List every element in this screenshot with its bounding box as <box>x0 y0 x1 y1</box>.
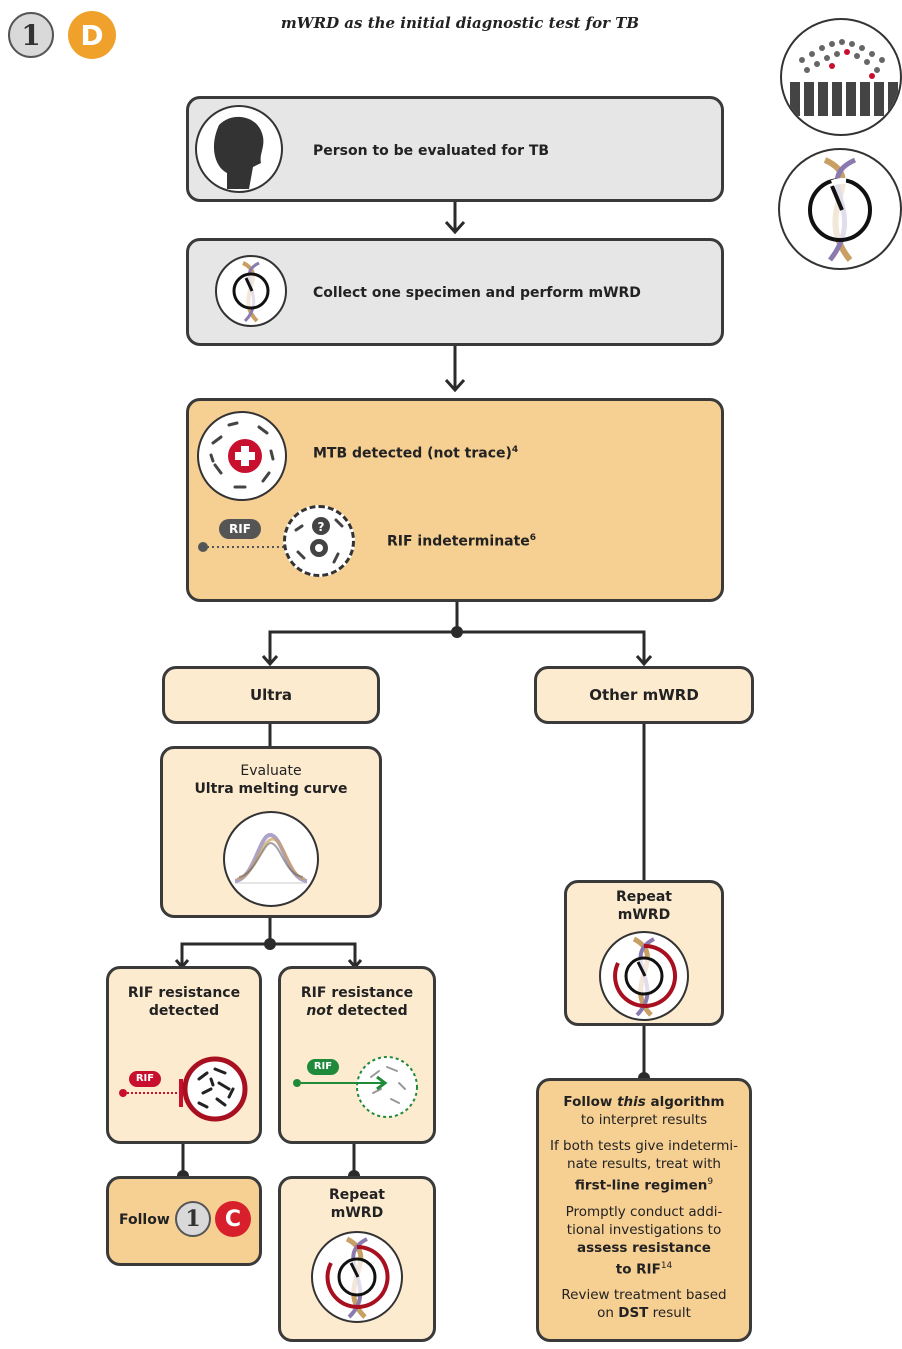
mwrd-dna-icon <box>778 148 902 270</box>
rif-susceptible-icon <box>293 1056 418 1118</box>
rif-res-not-label-1: RIF resistance <box>300 985 414 1001</box>
repeat-label-2: mWRD <box>330 1205 384 1221</box>
mtb-positive-icon <box>197 411 287 501</box>
repeat-mwrd-icon-right <box>599 931 689 1021</box>
repeat-label-1: Repeat <box>329 1187 385 1203</box>
melting-curve-icon <box>223 811 319 907</box>
page-title: mWRD as the initial diagnostic test for … <box>280 14 640 32</box>
collect-label: Collect one specimen and perform mWRD <box>313 285 641 301</box>
step-number-badge: 1 <box>8 12 54 58</box>
other-mwrd-box: Other mWRD <box>534 666 754 724</box>
rif-resistance-not-detected-box: RIF resistance not detected RIF <box>278 966 436 1144</box>
person-head-icon <box>195 105 283 193</box>
mwrd-test-icon <box>215 255 287 327</box>
rif-indeterminate-icon: ? <box>283 505 355 577</box>
instruction-investigate: Promptly conduct addi- tional investigat… <box>565 1203 723 1278</box>
rif-red-pill: RIF <box>129 1071 161 1087</box>
rif-res-detected-label-1: RIF resistance <box>127 985 241 1001</box>
person-box: Person to be evaluated for TB <box>186 96 724 202</box>
svg-text:?: ? <box>318 520 325 534</box>
rif-blocked-icon <box>119 1056 248 1122</box>
repeat2-label-1: Repeat <box>616 889 672 905</box>
rif-res-detected-label-2: detected <box>148 1003 220 1019</box>
follow-1c-box: Follow 1 C <box>106 1176 262 1266</box>
final-instructions-box: Follow this algorithm to interpret resul… <box>536 1078 752 1342</box>
ultra-box: Ultra <box>162 666 380 724</box>
repeat2-label-2: mWRD <box>617 907 671 923</box>
instruction-follow: Follow this algorithm to interpret resul… <box>563 1094 725 1128</box>
evaluate-label: Evaluate <box>240 763 302 779</box>
melting-curve-label: Ultra melting curve <box>194 781 348 797</box>
step-letter-badge: D <box>68 11 116 59</box>
rif-dotted-line <box>198 542 295 552</box>
collect-box: Collect one specimen and perform mWRD <box>186 238 724 346</box>
population-icon <box>780 18 902 136</box>
follow-step-letter: C <box>215 1201 251 1237</box>
rif-resistance-detected-box: RIF resistance detected RIF <box>106 966 262 1144</box>
rif-pill: RIF <box>219 519 261 539</box>
person-label: Person to be evaluated for TB <box>313 143 550 159</box>
rif-res-not-label-2: not detected <box>306 1003 408 1019</box>
follow-step-number: 1 <box>175 1201 211 1237</box>
repeat-mwrd-box-right: Repeat mWRD <box>564 880 724 1026</box>
repeat-mwrd-box-left: Repeat mWRD <box>278 1176 436 1342</box>
repeat-mwrd-icon-left <box>311 1231 403 1323</box>
rif-indeterminate-label: RIF indeterminate6 <box>387 533 537 550</box>
follow-label: Follow <box>119 1212 170 1228</box>
mtb-result-box: MTB detected (not trace)4 RIF ? RIF inde… <box>186 398 724 602</box>
instruction-indeterminate: If both tests give indetermi- nate resul… <box>549 1138 739 1194</box>
mtb-detected-label: MTB detected (not trace)4 <box>313 445 519 462</box>
instruction-review: Review treatment based on DST result <box>561 1287 727 1321</box>
rif-green-pill: RIF <box>307 1059 339 1075</box>
evaluate-box: Evaluate Ultra melting curve <box>160 746 382 918</box>
